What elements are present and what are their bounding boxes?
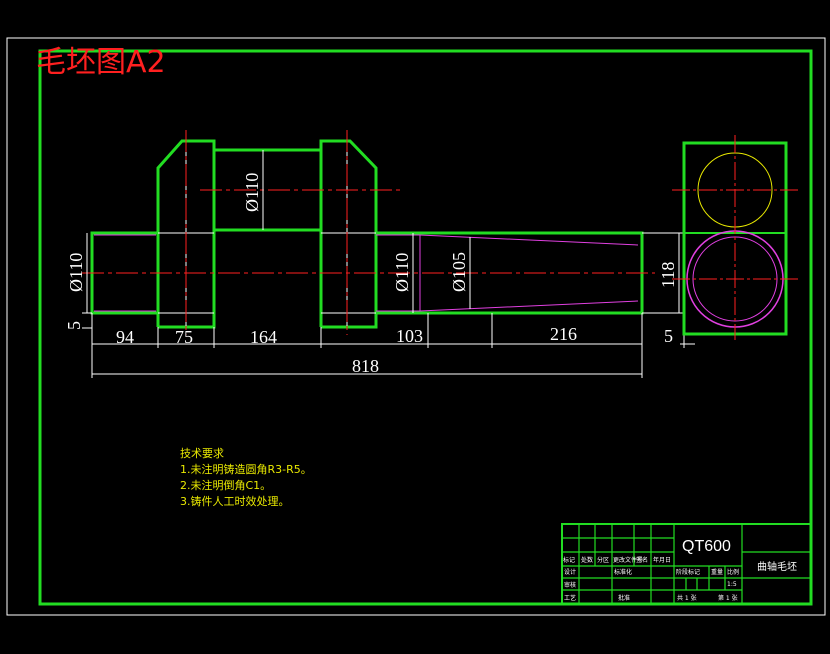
tb-weight: 重量 <box>711 568 723 576</box>
tb-header-mark: 标记 <box>563 556 575 564</box>
tb-design: 设计 <box>564 568 576 576</box>
tb-sheet-no: 第 1 张 <box>718 594 738 602</box>
tb-part-name: 曲轴毛坯 <box>757 560 797 573</box>
tb-header-change: 更改文件号 <box>613 556 643 564</box>
tb-header-zone: 分区 <box>597 556 609 564</box>
dim-len-164: 164 <box>250 327 277 347</box>
tb-scale-value: 1:5 <box>727 581 737 588</box>
tb-process: 工艺 <box>564 594 576 602</box>
tb-approve: 批准 <box>618 594 630 602</box>
tb-sheets-total: 共 1 张 <box>677 594 697 602</box>
technical-requirements: 技术要求 1.未注明铸造圆角R3-R5。 2.未注明倒角C1。 3.铸件人工时效… <box>180 447 312 508</box>
dim-d-shaft-right: Ø110 <box>392 253 412 292</box>
tb-header-count: 处数 <box>581 556 593 564</box>
dim-h-side: 118 <box>658 262 678 288</box>
right-web <box>319 139 378 329</box>
center-lines <box>82 130 655 335</box>
dim-d-journal-left: Ø110 <box>66 253 86 292</box>
notes-line-2: 2.未注明倒角C1。 <box>180 478 271 492</box>
dim-gap-left: 5 <box>64 321 84 330</box>
tb-header-sign: 签名 <box>636 556 648 564</box>
dim-len-75: 75 <box>175 327 193 347</box>
dim-d-taper: Ø105 <box>449 252 469 292</box>
tb-material: QT600 <box>682 538 731 555</box>
tb-scale: 比例 <box>727 568 739 576</box>
taper-lines <box>94 234 639 312</box>
web-inner-lines <box>158 141 376 327</box>
notes-line-3: 3.铸件人工时效处理。 <box>180 494 290 508</box>
tb-review: 审核 <box>564 581 576 589</box>
notes-line-1: 1.未注明铸造圆角R3-R5。 <box>180 462 312 476</box>
dim-len-94: 94 <box>116 327 134 347</box>
dim-d-journal-mid: Ø110 <box>242 173 262 212</box>
notes-heading: 技术要求 <box>180 447 224 460</box>
dimension-lines <box>82 150 695 378</box>
dim-len-total: 818 <box>352 356 379 376</box>
crankshaft-side-view <box>672 135 798 340</box>
title-block: 标记 处数 分区 更改文件号 签名 年月日 设计 标准化 审核 工艺 批准 QT… <box>561 523 812 605</box>
dim-len-103: 103 <box>396 326 423 346</box>
sheet-border <box>6 37 826 616</box>
crankshaft-front-view <box>90 139 644 329</box>
left-web <box>156 139 216 329</box>
drawing-frame <box>38 49 813 606</box>
tb-stage-mark: 阶段标记 <box>676 568 700 576</box>
tb-standard: 标准化 <box>614 568 632 576</box>
drawing-title: 毛坯图A2 <box>36 45 166 80</box>
dim-len-216: 216 <box>550 324 577 344</box>
dim-gap-right: 5 <box>664 326 673 346</box>
tb-header-date: 年月日 <box>653 556 671 564</box>
